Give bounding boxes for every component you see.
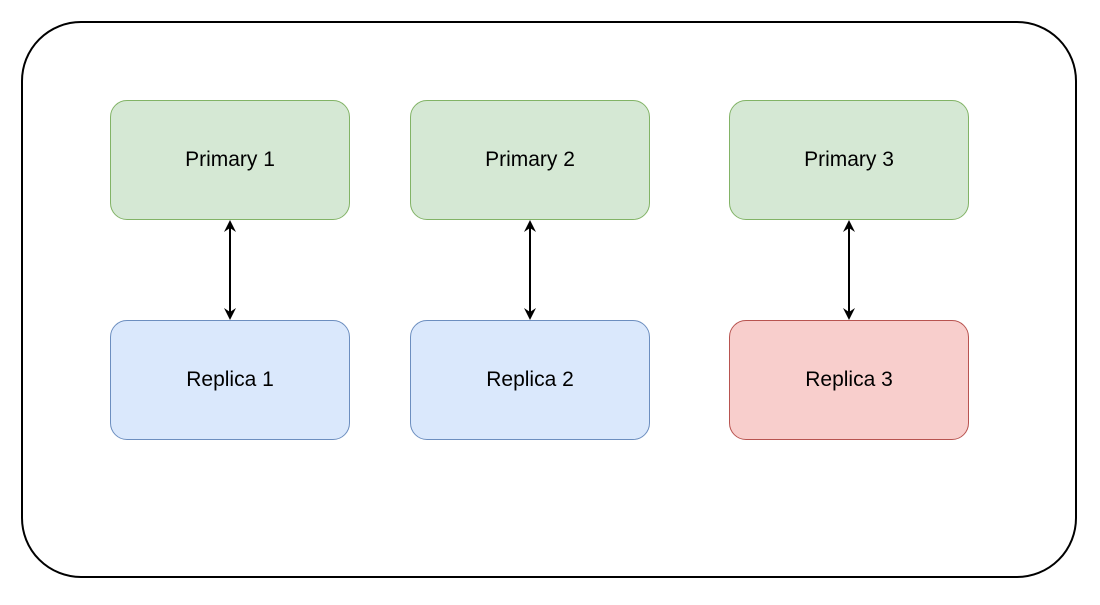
replica-3-node[interactable]: Replica 3 (729, 320, 969, 440)
primary-2-label: Primary 2 (485, 148, 575, 171)
replica-3-label: Replica 3 (805, 368, 893, 391)
primary-1-node[interactable]: Primary 1 (110, 100, 350, 220)
primary-3-node[interactable]: Primary 3 (729, 100, 969, 220)
primary-1-label: Primary 1 (185, 148, 275, 171)
primary-2-node[interactable]: Primary 2 (410, 100, 650, 220)
replica-2-label: Replica 2 (486, 368, 574, 391)
replica-1-node[interactable]: Replica 1 (110, 320, 350, 440)
replica-2-node[interactable]: Replica 2 (410, 320, 650, 440)
primary-3-label: Primary 3 (804, 148, 894, 171)
replica-1-label: Replica 1 (186, 368, 274, 391)
